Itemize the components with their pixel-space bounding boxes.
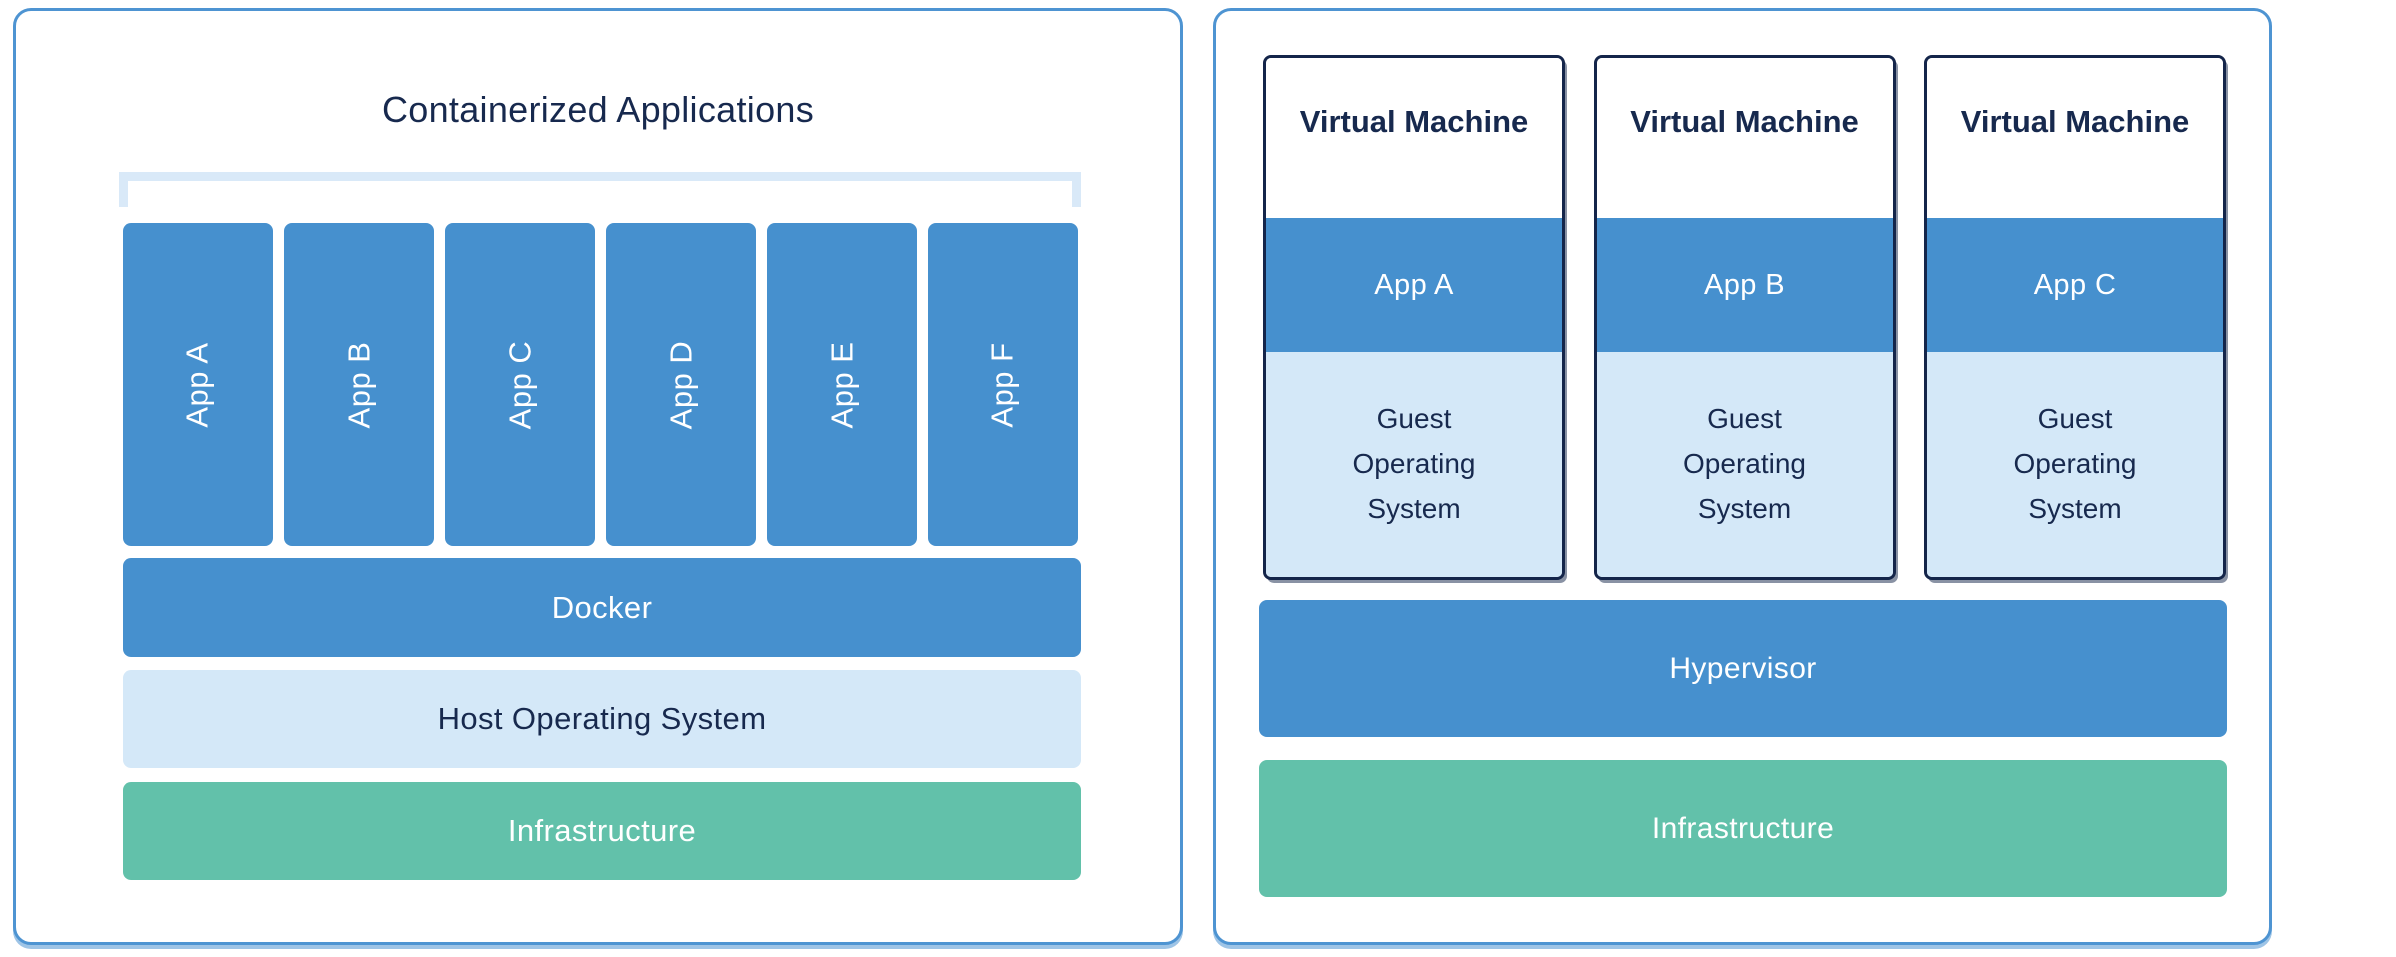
vm-app-layer: App C <box>1927 218 2223 352</box>
vm-box: Virtual Machine App C Guest Operating Sy… <box>1924 55 2226 580</box>
app-column-label: App B <box>340 341 376 428</box>
app-column: App D <box>606 223 756 546</box>
app-column-label: App C <box>501 340 537 429</box>
vm-box-title: Virtual Machine <box>1299 104 1529 139</box>
infrastructure-layer: Infrastructure <box>123 782 1081 880</box>
guest-os-layer: Guest Operating System <box>1927 352 2223 577</box>
vm-box-header: Virtual Machine <box>1927 58 2223 218</box>
infrastructure-layer: Infrastructure <box>1259 760 2227 897</box>
vm-boxes-row: Virtual Machine App A Guest Operating Sy… <box>1263 55 2226 580</box>
vm-box-title: Virtual Machine <box>1960 104 2190 139</box>
guest-os-label: Guest Operating System <box>1683 403 1806 524</box>
vm-box-header: Virtual Machine <box>1266 58 1562 218</box>
containers-panel-title: Containerized Applications <box>381 89 815 130</box>
vm-box: Virtual Machine App A Guest Operating Sy… <box>1263 55 1565 580</box>
vm-box-title: Virtual Machine <box>1630 104 1859 139</box>
app-column-label: App D <box>662 340 698 429</box>
vm-app-layer: App B <box>1596 218 1893 352</box>
vm-box-header: Virtual Machine <box>1596 58 1893 218</box>
app-column-label: App A <box>180 341 215 428</box>
docker-layer: Docker <box>123 558 1081 657</box>
guest-os-label: Guest Operating System <box>1352 403 1476 524</box>
guest-os-layer: Guest Operating System <box>1266 352 1562 577</box>
vm-box: Virtual Machine App B Guest Operating Sy… <box>1593 55 1896 580</box>
app-column-label: App F <box>985 341 1020 428</box>
app-column: App B <box>284 223 434 546</box>
guest-os-layer: Guest Operating System <box>1596 352 1893 577</box>
vms-panel: Virtual Machine App A Guest Operating Sy… <box>1213 8 2272 945</box>
host-os-layer: Host Operating System <box>123 670 1081 768</box>
vm-app-layer: App A <box>1266 218 1562 352</box>
hypervisor-layer: Hypervisor <box>1259 600 2227 737</box>
containers-panel: Containerized Applications App A App B A… <box>13 8 1183 945</box>
guest-os-label: Guest Operating System <box>2013 403 2137 524</box>
app-column: App F <box>928 223 1078 546</box>
app-column: App C <box>445 223 595 546</box>
app-column: App A <box>123 223 273 546</box>
app-column-label: App E <box>823 341 859 428</box>
containers-bracket <box>119 172 1081 207</box>
app-columns-row: App A App B App C App D App E App F <box>123 223 1078 546</box>
app-column: App E <box>767 223 917 546</box>
